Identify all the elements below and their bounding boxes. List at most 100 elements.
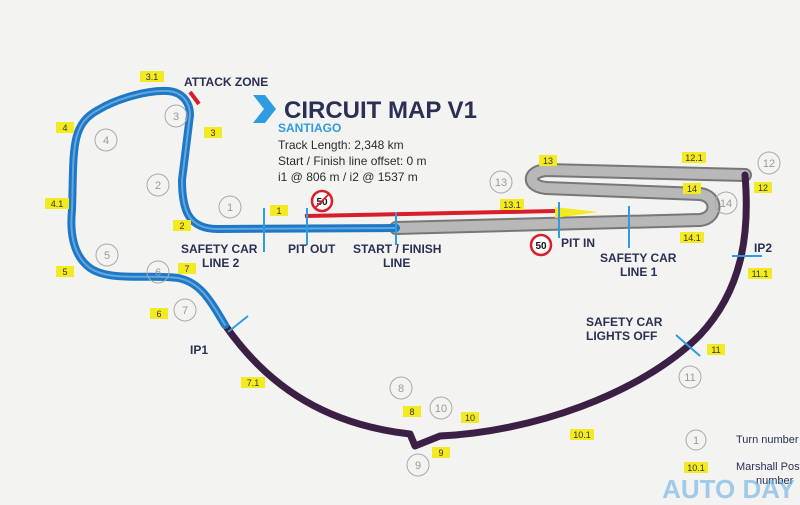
turn-marker-4: 4: [94, 128, 118, 152]
watermark: AUTO DAY: [662, 474, 795, 504]
svg-text:9: 9: [415, 460, 421, 472]
marshal-post-7: 7: [178, 263, 196, 274]
turn-marker-2: 2: [146, 173, 170, 197]
turn-marker-3: 3: [164, 104, 188, 128]
safety-car-line-1-label-b: LINE 1: [620, 265, 658, 279]
marshal-post-2: 2: [173, 220, 191, 231]
start-finish-label-b: LINE: [383, 256, 410, 270]
pit-in-label: PIT IN: [561, 236, 595, 250]
legend-post-label-b: number: [756, 475, 794, 487]
turn-marker-12: 12: [757, 151, 781, 175]
marshal-post-14: 14: [683, 183, 701, 194]
svg-text:14: 14: [687, 184, 697, 194]
sector-grey-track: [391, 165, 750, 233]
svg-text:14.1: 14.1: [683, 233, 701, 243]
speed-limit-sign-pit-in: 50: [529, 233, 553, 257]
svg-text:50: 50: [535, 241, 547, 252]
safety-car-lights-off-label-b: LIGHTS OFF: [586, 329, 657, 343]
marshal-post-14-1: 14.1: [680, 232, 704, 243]
marshal-post-13: 13: [539, 155, 557, 166]
svg-text:6: 6: [156, 309, 161, 319]
turn-marker-9: 9: [406, 453, 430, 477]
marshal-post-9: 9: [432, 447, 450, 458]
svg-text:13: 13: [495, 177, 507, 189]
legend: 1 Turn number 10.1 Marshall Post number: [684, 429, 800, 487]
turn-marker-6: 6: [146, 260, 170, 284]
marshal-post-11: 11: [707, 344, 725, 355]
svg-text:11: 11: [684, 372, 695, 384]
svg-text:2: 2: [155, 180, 161, 192]
timing-lines: [227, 202, 762, 357]
safety-car-line-2-label-b: LINE 2: [202, 256, 240, 270]
marshal-post-10-1: 10.1: [570, 429, 594, 440]
pit-in-marker: [555, 207, 598, 218]
svg-text:13: 13: [543, 156, 553, 166]
marshal-post-3-1: 3.1: [140, 71, 164, 82]
turn-marker-13: 13: [489, 170, 513, 194]
svg-text:10: 10: [465, 413, 475, 423]
svg-text:5: 5: [104, 250, 110, 262]
safety-car-line-2-label-a: SAFETY CAR: [181, 242, 258, 256]
svg-text:12: 12: [763, 158, 775, 170]
start-finish-label-a: START / FINISH: [353, 242, 441, 256]
sector-purple-track: [221, 171, 750, 450]
turn-marker-1: 1: [218, 195, 242, 219]
track-length: Track Length: 2,348 km: [278, 138, 404, 152]
legend-post-label-a: Marshall Post: [736, 461, 800, 473]
svg-text:2: 2: [179, 221, 184, 231]
svg-text:13.1: 13.1: [503, 200, 521, 210]
speed-limit-sign-pit-out: 50: [310, 189, 334, 213]
marshal-post-8: 8: [403, 406, 421, 417]
pit-out-label: PIT OUT: [288, 242, 336, 256]
marshal-post-markers: 1233.144.15677.1891010.11111.11212.11313…: [45, 71, 772, 458]
sector-blue-track: [67, 86, 400, 329]
svg-text:1: 1: [276, 206, 281, 216]
svg-text:11.1: 11.1: [752, 269, 769, 279]
svg-text:11: 11: [711, 345, 720, 355]
svg-text:12.1: 12.1: [685, 153, 703, 163]
svg-text:14: 14: [720, 198, 732, 210]
marshal-post-3: 3: [204, 127, 222, 138]
marshal-post-11-1: 11.1: [748, 268, 772, 279]
intermediates: i1 @ 806 m / i2 @ 1537 m: [278, 170, 418, 184]
marshal-post-6: 6: [150, 308, 168, 319]
marshal-post-1: 1: [270, 205, 288, 216]
legend-post-sample: [684, 462, 708, 473]
legend-turn-sample: [685, 429, 707, 451]
chevron-logo-icon: [253, 95, 276, 123]
svg-text:10: 10: [435, 403, 447, 415]
safety-car-lights-off-label-a: SAFETY CAR: [586, 315, 663, 329]
svg-text:10.1: 10.1: [687, 463, 705, 473]
turn-marker-14: 14: [714, 191, 738, 215]
svg-text:10.1: 10.1: [573, 430, 591, 440]
svg-text:1: 1: [693, 435, 699, 447]
turn-marker-10: 10: [429, 396, 453, 420]
marshal-post-5: 5: [56, 266, 74, 277]
svg-text:4.1: 4.1: [51, 199, 64, 209]
svg-text:3: 3: [173, 111, 179, 123]
legend-turn-label: Turn number: [736, 434, 799, 446]
svg-text:4: 4: [62, 123, 67, 133]
attack-zone-marker: [188, 90, 201, 106]
marshal-post-4: 4: [56, 122, 74, 133]
svg-text:8: 8: [398, 383, 404, 395]
start-offset: Start / Finish line offset: 0 m: [278, 154, 427, 168]
turn-marker-5: 5: [95, 243, 119, 267]
marshal-post-4-1: 4.1: [45, 198, 69, 209]
ip1-label: IP1: [190, 343, 208, 357]
svg-text:9: 9: [438, 448, 443, 458]
svg-text:4: 4: [103, 135, 109, 147]
svg-text:12: 12: [758, 183, 768, 193]
ip2-label: IP2: [754, 241, 772, 255]
svg-text:1: 1: [227, 202, 233, 214]
marshal-post-12: 12: [754, 182, 772, 193]
svg-text:6: 6: [155, 267, 161, 279]
svg-text:7.1: 7.1: [247, 378, 260, 388]
safety-car-line-1-label-a: SAFETY CAR: [600, 251, 677, 265]
city-name: SANTIAGO: [278, 121, 341, 135]
page-title: CIRCUIT MAP V1: [284, 97, 477, 124]
attack-zone-label: ATTACK ZONE: [184, 75, 268, 89]
pit-lane: [304, 209, 556, 218]
